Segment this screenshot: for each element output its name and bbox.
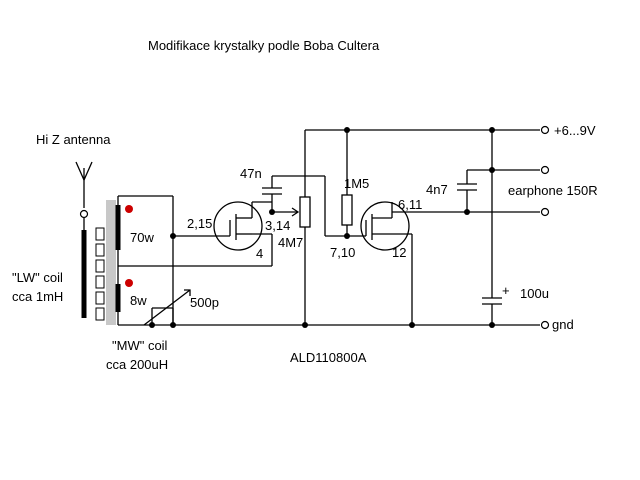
q1-pin-bottom: 4: [256, 246, 263, 261]
ferrite-core: [95, 200, 116, 325]
q2-pins-right: 6,11: [398, 197, 422, 212]
winding-lower-label: 8w: [130, 293, 147, 308]
q2-pin-bottom: 12: [392, 245, 406, 260]
mw-coil-label: "MW" coil: [112, 338, 168, 353]
earphone-label: earphone 150R: [508, 183, 598, 198]
capacitor-47n-label: 47n: [240, 166, 262, 181]
supply-label: +6...9V: [554, 123, 596, 138]
lw-coil-value: cca 1mH: [12, 289, 63, 304]
gnd-label: gnd: [552, 317, 574, 332]
supply-terminal: [540, 125, 550, 135]
transistor-q2: [360, 201, 540, 325]
antenna-label: Hi Z antenna: [36, 132, 111, 147]
earphone-terminal-top: [540, 165, 550, 175]
gnd-terminal: [540, 320, 550, 330]
capacitor-100u-polarity: +: [502, 283, 510, 298]
resistor-label: 1M5: [344, 176, 369, 191]
potentiometer-4m7: [272, 130, 311, 325]
diagram-title: Modifikace krystalky podle Boba Cultera: [148, 38, 380, 53]
mw-coil-value: cca 200uH: [106, 357, 168, 372]
q2-pins-left: 7,10: [330, 245, 355, 260]
capacitor-4n7: [457, 169, 540, 212]
earphone-terminal-bottom: [540, 207, 550, 217]
capacitor-100u-label: 100u: [520, 286, 549, 301]
lw-coil-label: "LW" coil: [12, 270, 63, 285]
q1-pins-right: 3,14: [265, 218, 290, 233]
ic-label: ALD110800A: [290, 350, 367, 365]
variable-capacitor: [143, 289, 191, 326]
capacitor-47n: [262, 175, 325, 212]
mw-coil: [115, 195, 173, 326]
variable-capacitor-label: 500p: [190, 295, 219, 310]
capacitor-100u: [482, 130, 502, 325]
antenna-icon: [75, 161, 93, 219]
transistor-q1: [173, 201, 273, 252]
q1-pins-left: 2,15: [187, 216, 212, 231]
winding-upper-label: 70w: [130, 230, 154, 245]
potentiometer-label: 4M7: [278, 235, 303, 250]
capacitor-4n7-label: 4n7: [426, 182, 448, 197]
